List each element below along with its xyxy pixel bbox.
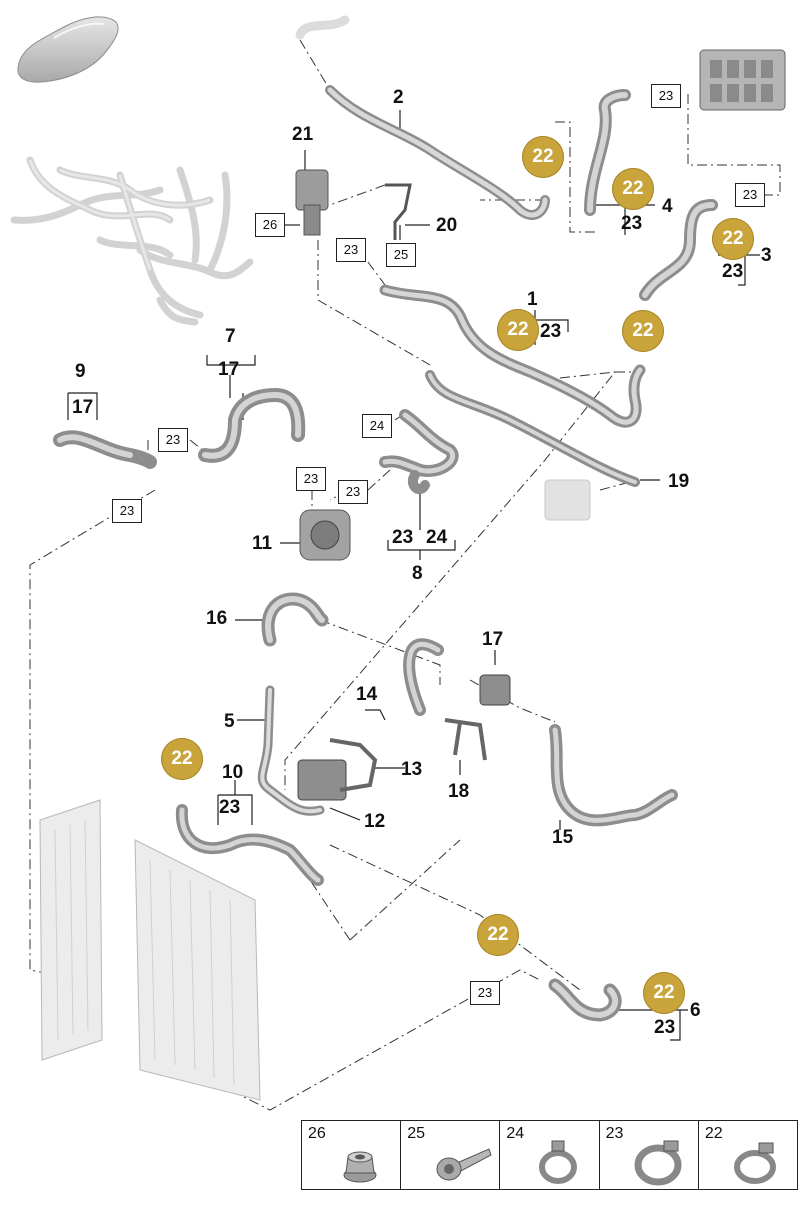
hose-clamp-large-icon [733, 1142, 776, 1184]
components [39, 49, 786, 1101]
callout-3: 3 [761, 245, 772, 266]
ref-box-23: 23 [158, 428, 188, 452]
callout-13: 13 [401, 759, 423, 780]
flange-nut-icon [343, 1151, 377, 1183]
callout-18: 18 [448, 781, 470, 802]
ref-box-24: 24 [362, 414, 392, 438]
callout-23-part3: 23 [722, 261, 744, 282]
callout-23-part1: 23 [540, 321, 562, 342]
ref-box-23: 23 [296, 467, 326, 491]
legend-number: 24 [506, 1125, 525, 1142]
part-22-badge: 22 [522, 136, 564, 178]
callout-1: 1 [527, 289, 538, 310]
hose-clamp-medium-icon [634, 1140, 682, 1186]
part-22-badge: 22 [477, 914, 519, 956]
hoses [53, 15, 718, 1022]
part-22-badge: 22 [161, 738, 203, 780]
callout-23-part8: 23 [392, 527, 414, 548]
callout-24-part8: 24 [426, 527, 448, 548]
ref-box-23: 23 [470, 981, 500, 1005]
callout-8: 8 [412, 563, 423, 584]
ref-box-23: 23 [735, 183, 765, 207]
callout-15: 15 [552, 827, 574, 848]
legend-number: 26 [308, 1125, 326, 1142]
bolt-icon [436, 1148, 492, 1181]
legend-cell-26: 26 [302, 1121, 402, 1189]
ref-box-26: 26 [255, 213, 285, 237]
callout-17-part9: 17 [72, 397, 94, 418]
callout-16: 16 [206, 608, 228, 629]
legend-cell-22: 22 [699, 1121, 797, 1189]
callout-20: 20 [436, 215, 458, 236]
callout-19: 19 [668, 471, 690, 492]
engine-hose-bundle-faded [10, 156, 254, 326]
legend-cell-24: 24 [500, 1121, 600, 1189]
ref-box-23: 23 [651, 84, 681, 108]
part-22-badge: 22 [497, 309, 539, 351]
callout-6: 6 [690, 1000, 701, 1021]
callout-12: 12 [364, 811, 386, 832]
callout-11: 11 [252, 533, 273, 554]
part-22-badge: 22 [643, 972, 685, 1014]
ref-box-23: 23 [336, 238, 366, 262]
part-22-badge: 22 [622, 310, 664, 352]
hose-clamp-small-icon [539, 1140, 578, 1184]
callout-17: 17 [482, 629, 504, 650]
callout-23-part6: 23 [654, 1017, 676, 1038]
callout-5: 5 [224, 711, 235, 732]
ref-box-25: 25 [386, 243, 416, 267]
callout-21: 21 [292, 124, 314, 145]
callout-17-part7: 17 [218, 359, 240, 380]
callout-2: 2 [393, 87, 404, 108]
legend-cell-25: 25 [401, 1121, 501, 1189]
legend-cell-23: 23 [600, 1121, 699, 1189]
vehicle-icon [17, 16, 119, 83]
callout-4: 4 [662, 196, 673, 217]
callout-14: 14 [356, 684, 378, 705]
legend-number: 23 [605, 1125, 624, 1142]
ref-box-23: 23 [112, 499, 142, 523]
ref-box-23: 23 [338, 480, 368, 504]
part-22-badge: 22 [612, 168, 654, 210]
legend-number: 22 [704, 1125, 723, 1142]
part-22-badge: 22 [712, 218, 754, 260]
legend-number: 25 [407, 1125, 425, 1142]
callout-10: 10 [222, 762, 244, 783]
fastener-legend: 26 25 24 23 22 [301, 1120, 798, 1190]
callout-23-part4: 23 [621, 213, 643, 234]
callout-23-part10: 23 [219, 797, 241, 818]
callout-7: 7 [225, 326, 236, 347]
callout-9: 9 [75, 361, 86, 382]
